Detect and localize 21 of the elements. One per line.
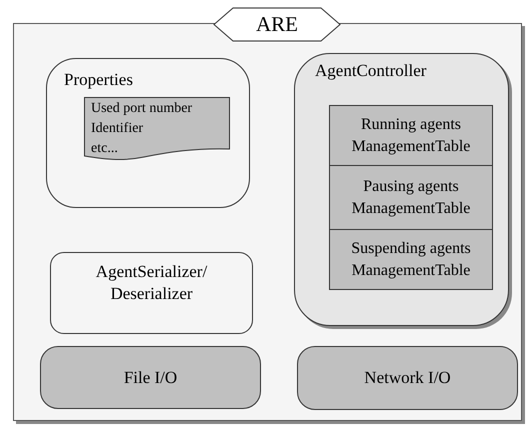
box-title: Properties (63, 69, 134, 90)
rounded-box (40, 346, 261, 409)
rounded-box (297, 346, 518, 410)
rounded-box (46, 58, 250, 208)
list-item: etc... (91, 140, 118, 158)
box-title: AgentController (314, 60, 428, 82)
row-label: Running agents ManagementTable (350, 114, 472, 156)
box-label: File I/O (124, 366, 178, 389)
frame-title: ARE (256, 14, 298, 35)
box-label: AgentSerializer/ Deserializer (94, 261, 208, 305)
table-row (329, 165, 493, 230)
box-label: Network I/O (364, 367, 451, 390)
rounded-box (294, 53, 509, 326)
list-item: Identifier (91, 120, 144, 138)
list-item: Used port number (91, 100, 192, 118)
table-row (329, 229, 493, 290)
row-label: Pausing agents ManagementTable (350, 176, 472, 218)
document-shape (84, 97, 230, 162)
table-row (329, 105, 493, 166)
rounded-box (50, 252, 253, 334)
row-label: Suspending agents ManagementTable (350, 238, 472, 280)
